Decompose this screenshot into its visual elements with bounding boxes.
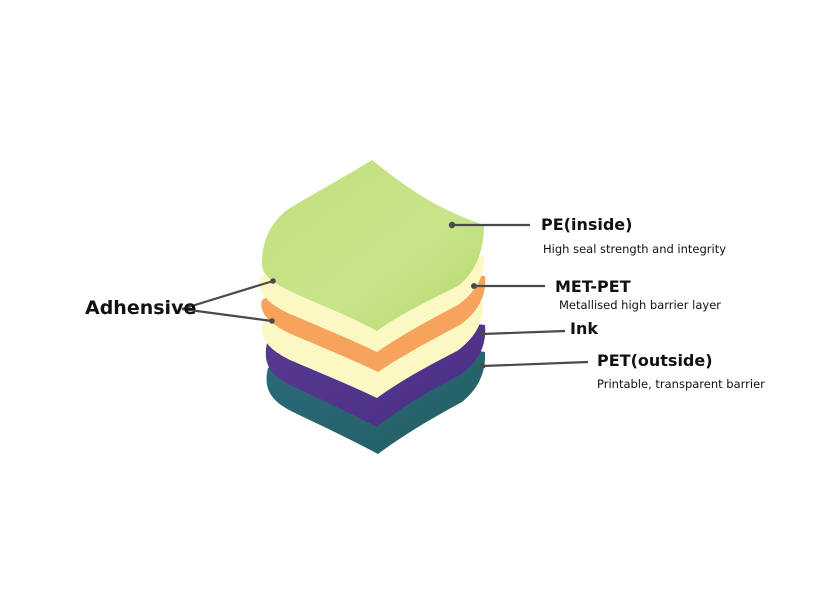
label-pe-title: PE(inside): [541, 215, 633, 234]
leader-dot-pet: [480, 363, 486, 369]
label-ink-title: Ink: [570, 319, 598, 338]
leader-line-adhesive-upper: [181, 279, 274, 311]
leader-dot-adhesive-lower: [269, 318, 275, 324]
leader-line-adhesive-lower: [181, 307, 273, 323]
label-pe-subtitle: High seal strength and integrity: [543, 242, 727, 256]
label-met-pet-title: MET-PET: [555, 277, 631, 296]
leader-dot-ink: [479, 331, 485, 337]
label-pet-subtitle: Printable, transparent barrier: [597, 377, 765, 391]
leader-dot-adhesive-upper: [270, 278, 276, 284]
label-adhesive: Adhensive: [85, 297, 197, 319]
leader-line-ink: [481, 329, 566, 336]
layer-pe: [261, 160, 484, 331]
leader-line-pet: [482, 360, 589, 368]
label-met-pet-subtitle: Metallised high barrier layer: [559, 298, 721, 312]
label-pet-title: PET(outside): [597, 351, 713, 370]
leader-dot-pe: [448, 221, 456, 229]
leader-dot-met-pet: [471, 283, 477, 289]
